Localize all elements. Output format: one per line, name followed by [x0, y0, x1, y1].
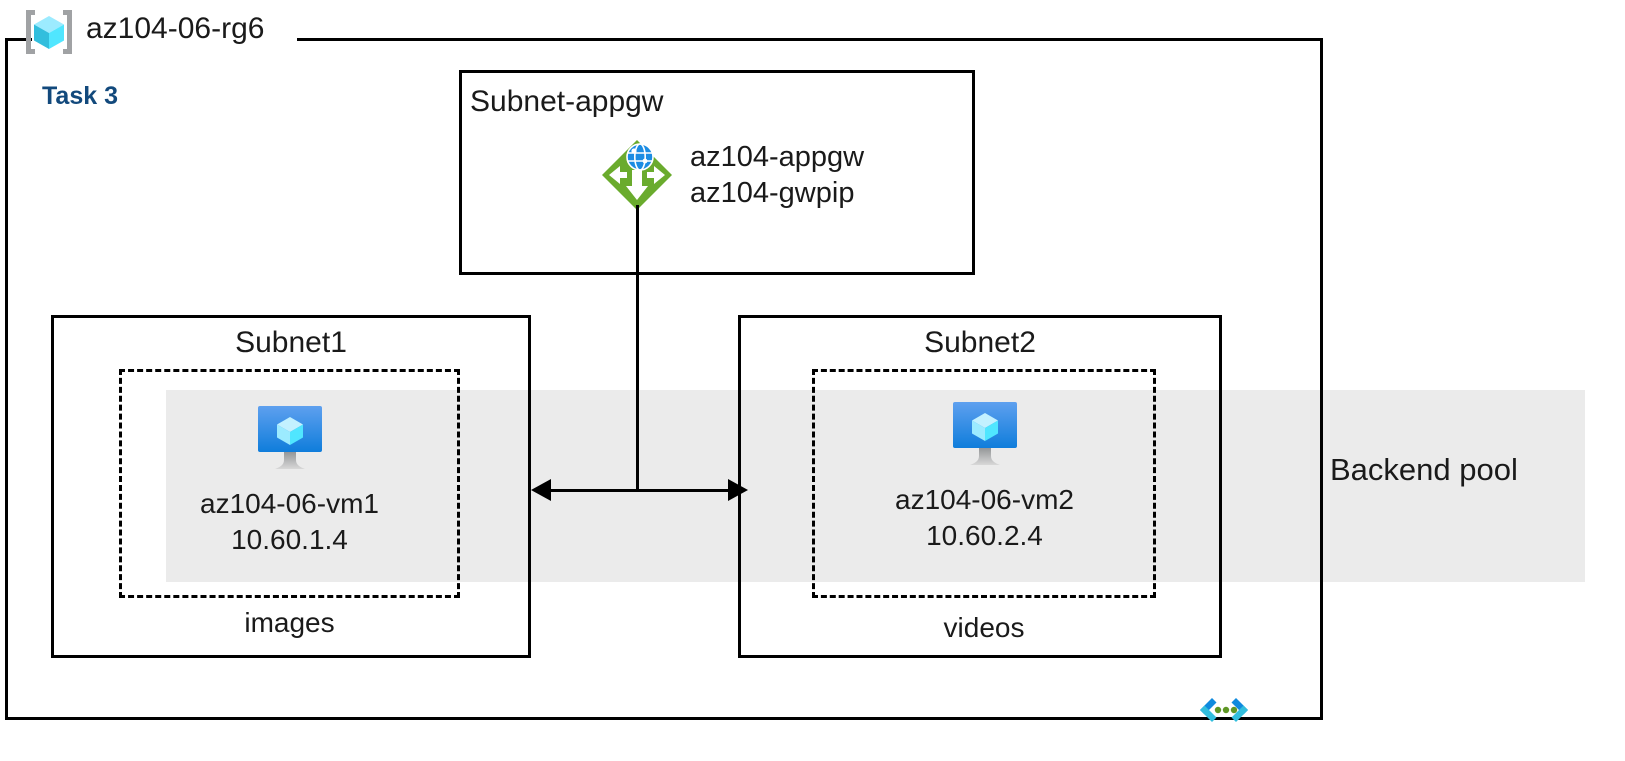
backend-pool-band — [166, 390, 1585, 582]
subnet2-title: Subnet2 — [924, 326, 1036, 359]
subnet1-footer-label: images — [244, 607, 335, 638]
virtual-machine-icon — [949, 400, 1021, 468]
backend-pool-label: Backend pool — [1330, 452, 1518, 487]
subnet2-footer-label: videos — [943, 612, 1025, 643]
gwpip-name: az104-gwpip — [690, 177, 855, 209]
subnet1-box — [51, 315, 531, 658]
resource-group-name: az104-06-rg6 — [86, 12, 265, 45]
arrow-head-left — [531, 479, 551, 501]
virtual-machine-icon — [254, 404, 326, 472]
subnet1-title: Subnet1 — [235, 326, 347, 359]
vm1-node: az104-06-vm1 10.60.1.4 — [160, 404, 419, 558]
vm1-ip: 10.60.1.4 — [231, 523, 348, 555]
subnet2-vm-dashed-boundary — [812, 369, 1156, 598]
subnet1-vm-dashed-boundary — [119, 369, 460, 598]
application-gateway-node: az104-appgw az104-gwpip — [598, 136, 864, 214]
subnet-appgw-box — [459, 70, 975, 275]
subnet2-box — [738, 315, 1222, 658]
code-brackets-icon — [1196, 694, 1252, 734]
resource-group-cube-icon — [22, 7, 76, 57]
vm2-name: az104-06-vm2 — [895, 484, 1074, 515]
application-gateway-icon — [598, 136, 676, 214]
appgw-name: az104-appgw — [690, 140, 865, 173]
vm2-node: az104-06-vm2 10.60.2.4 — [855, 400, 1114, 554]
subnet-appgw-title: Subnet-appgw — [470, 85, 664, 118]
vm1-name: az104-06-vm1 — [200, 488, 379, 519]
resource-group-container — [5, 38, 1323, 720]
application-gateway-labels: az104-appgw az104-gwpip — [690, 139, 864, 212]
resource-group-header-gap — [32, 24, 297, 54]
appgw-to-vms-vertical-line — [636, 205, 639, 490]
subnet1-subnet2-horizontal-line — [548, 489, 729, 492]
task-label: Task 3 — [42, 82, 118, 110]
vm2-ip: 10.60.2.4 — [926, 519, 1043, 551]
